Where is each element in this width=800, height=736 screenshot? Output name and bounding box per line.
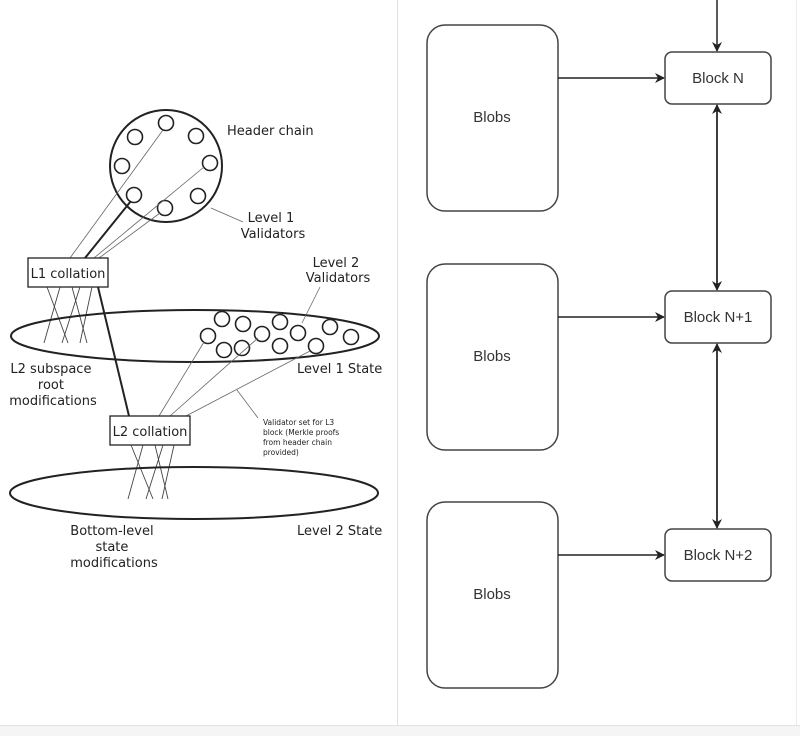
level2-validators-label: Level 2 Validators xyxy=(306,256,371,286)
validator-node xyxy=(157,114,175,132)
right-blob-block-diagram: Blobs Block N Blobs Block N+1 Blobs Bloc… xyxy=(426,0,772,689)
l2-collation-modification-lines xyxy=(127,444,175,500)
validator-node xyxy=(271,337,289,355)
l2-collation-box xyxy=(109,415,191,446)
block-label: Block N+2 xyxy=(684,547,753,564)
level1-validators-pointer xyxy=(210,207,244,223)
level2-validators xyxy=(199,310,360,359)
l1-collation-label: L1 collation xyxy=(31,267,106,282)
l1-to-l2-collation-link xyxy=(97,286,130,417)
blobs-label: Blobs xyxy=(473,109,511,126)
validator-node xyxy=(125,186,143,204)
validator-node xyxy=(187,127,205,145)
header-chain-label: Header chain xyxy=(227,124,314,139)
left-sharding-diagram: L1 collation xyxy=(9,109,382,571)
validator-node xyxy=(126,128,144,146)
l2-subspace-label: L2 subspace root modifications xyxy=(9,362,97,409)
bottom-scrollbar-strip xyxy=(0,725,800,736)
level2-state-label: Level 2 State xyxy=(297,524,382,539)
level2-validators-pointer xyxy=(301,286,321,324)
blobs-label: Blobs xyxy=(473,348,511,365)
bottom-level-label: Bottom-level state modifications xyxy=(70,524,158,571)
l2-validator-lines xyxy=(158,337,311,417)
level2-state-ellipse xyxy=(9,466,379,520)
blobs-box xyxy=(426,24,559,212)
validator-node xyxy=(321,318,339,336)
blobs-label: Blobs xyxy=(473,586,511,603)
validator-node xyxy=(113,157,131,175)
blobs-box xyxy=(426,501,559,689)
header-to-l1-link xyxy=(84,200,132,259)
validator-set-note: Validator set for L3 block (Merkle proof… xyxy=(263,418,342,457)
l1-validator-lines xyxy=(69,129,205,259)
validator-set-pointer xyxy=(236,389,259,419)
validator-node xyxy=(253,325,271,343)
blobs-box xyxy=(426,263,559,451)
validator-node xyxy=(156,199,174,217)
validator-node xyxy=(233,339,251,357)
validator-node xyxy=(234,315,252,333)
validator-node xyxy=(213,310,231,328)
level1-state-ellipse xyxy=(10,309,380,363)
validator-node xyxy=(189,187,207,205)
block-box xyxy=(664,528,772,582)
panel-divider xyxy=(397,0,398,735)
validator-node xyxy=(201,154,219,172)
right-edge-divider xyxy=(796,0,797,725)
block-label: Block N xyxy=(692,70,744,87)
validator-node xyxy=(215,341,233,359)
header-chain-circle xyxy=(109,109,223,223)
level1-state-label: Level 1 State xyxy=(297,362,382,377)
validator-node xyxy=(199,327,217,345)
validator-node xyxy=(307,337,325,355)
validator-node xyxy=(271,313,289,331)
l1-collation-box xyxy=(27,257,109,288)
header-chain-validators xyxy=(113,114,219,217)
level1-validators-label: Level 1 Validators xyxy=(241,211,306,242)
l2-collation-label: L2 collation xyxy=(113,425,188,440)
validator-node xyxy=(342,328,360,346)
validator-node xyxy=(289,324,307,342)
block-label: Block N+1 xyxy=(684,309,753,326)
